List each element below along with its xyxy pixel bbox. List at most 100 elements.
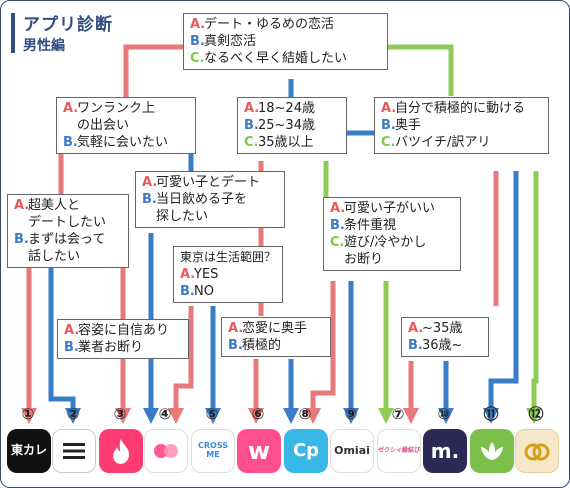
- option-text: 業者お断り: [78, 340, 144, 355]
- result-number-3: ③: [113, 405, 127, 423]
- with-icon: w: [237, 429, 281, 473]
- option-key: C.: [381, 135, 396, 150]
- option-text: 恋愛に奥手: [242, 321, 308, 336]
- app-label: 東カレ: [10, 443, 47, 458]
- option-key: A.: [381, 101, 397, 116]
- app-label: Cp: [292, 440, 320, 462]
- option-text: なるべく早く結婚したい: [204, 51, 348, 66]
- option-key: A.: [180, 267, 196, 282]
- option-text: 18~24歳: [258, 101, 315, 116]
- option-key: B.: [381, 118, 396, 133]
- option-key: B.: [190, 34, 205, 49]
- option-beauty-2: B.まずは会って 話したい: [14, 231, 122, 265]
- result-number-10: ⑩: [437, 405, 451, 423]
- option-age-3: C.35歳以上: [244, 134, 340, 151]
- option-age-1: A.18~24歳: [244, 100, 340, 117]
- option-key: A.: [190, 17, 206, 32]
- option-text: 奥手: [395, 118, 422, 133]
- option-cute-1: A.可愛い子とデート: [142, 174, 278, 191]
- option-key: B.: [142, 192, 157, 207]
- result-number-2: ②: [66, 405, 80, 423]
- result-number-1: ①: [21, 405, 35, 423]
- option-cond-1: A.可愛い子がいい: [330, 200, 454, 217]
- option-self-1: A.自分で積極的に動ける: [381, 100, 542, 117]
- option-key: A.: [244, 101, 260, 116]
- option-text: まずは会って 話したい: [28, 232, 106, 264]
- line-tokyo-yes: [167, 306, 194, 425]
- option-looks-1: A.容姿に自信あり: [64, 322, 182, 339]
- tokyo-question-label: 東京は生活範囲？: [180, 250, 277, 264]
- pairs-dots-icon: [144, 429, 188, 473]
- option-key: B.: [408, 338, 423, 353]
- line-to-11: [482, 171, 519, 425]
- rings-icon: [515, 429, 559, 473]
- option-key: A.: [64, 323, 80, 338]
- option-self-2: B.奥手: [381, 117, 542, 134]
- option-key: B.: [14, 232, 29, 247]
- option-key: C.: [190, 51, 205, 66]
- option-text: 容姿に自信あり: [78, 323, 170, 338]
- result-number-12: ⑫: [528, 405, 544, 423]
- option-tokyo-1: A.YES: [180, 266, 276, 283]
- tinder-flame-icon: [99, 429, 143, 473]
- option-self-3: C.バツイチ/訳アリ: [381, 134, 542, 151]
- option-text: ワンランク上 の出会い: [77, 101, 156, 133]
- option-cond-3: C.遊び/冷やかし お断り: [330, 234, 454, 268]
- option-key: B.: [228, 338, 243, 353]
- option-rank-1: A.ワンランク上 の出会い: [63, 100, 189, 134]
- result-number-9: ⑦: [391, 405, 405, 423]
- option-key: B.: [180, 284, 195, 299]
- result-number-7: ⑧: [298, 405, 312, 423]
- option-text: バツイチ/訳アリ: [395, 135, 491, 150]
- option-key: C.: [244, 135, 259, 150]
- result-number-11: ⑪: [483, 405, 499, 423]
- option-key: A.: [142, 175, 158, 190]
- crossme-icon: CROSS ME: [191, 429, 235, 473]
- option-text: 真剣恋活: [204, 34, 257, 49]
- option-age2-2: B.36歳~: [408, 337, 482, 354]
- option-key: B.: [330, 218, 345, 233]
- option-text: 可愛い子とデート: [156, 175, 261, 190]
- option-root-3: C.なるべく早く結婚したい: [190, 50, 381, 67]
- option-rank-2: B.気軽に会いたい: [63, 134, 189, 151]
- result-number-6: ⑥: [251, 405, 265, 423]
- cp-icon: Cp: [284, 429, 328, 473]
- option-tokyo-2: B.NO: [180, 283, 276, 300]
- app-label: ゼクシィ縁結び: [378, 446, 421, 454]
- option-text: YES: [194, 267, 219, 282]
- line-root-a: [123, 44, 183, 98]
- option-key: B.: [63, 135, 78, 150]
- line-root-c: [388, 44, 454, 96]
- option-text: 遊び/冷やかし お断り: [344, 235, 427, 267]
- option-cute-2: B.当日飲める子を 探したい: [142, 191, 278, 225]
- option-age2-1: A.~35歳: [408, 320, 482, 337]
- option-text: 超美人と デートしたい: [28, 198, 107, 230]
- option-text: 条件重視: [344, 218, 397, 233]
- app-label: CROSS ME: [198, 441, 228, 459]
- option-key: B.: [64, 340, 79, 355]
- line-cond-a: [304, 281, 336, 425]
- option-text: 気軽に会いたい: [77, 135, 169, 150]
- option-text: 積極的: [242, 338, 282, 353]
- result-number-8: ⑨: [344, 405, 358, 423]
- option-key: A.: [408, 321, 424, 336]
- result-number-5: ⑤: [205, 405, 219, 423]
- page-subtitle: 男性編: [23, 38, 65, 54]
- app-label: m.: [430, 439, 460, 463]
- omiai-icon: Omiai: [330, 429, 374, 473]
- app-label: Omiai: [334, 443, 370, 457]
- option-root-2: B.真剣恋活: [190, 33, 381, 50]
- option-key: A.: [330, 201, 346, 216]
- option-looks-2: B.業者お断り: [64, 339, 182, 356]
